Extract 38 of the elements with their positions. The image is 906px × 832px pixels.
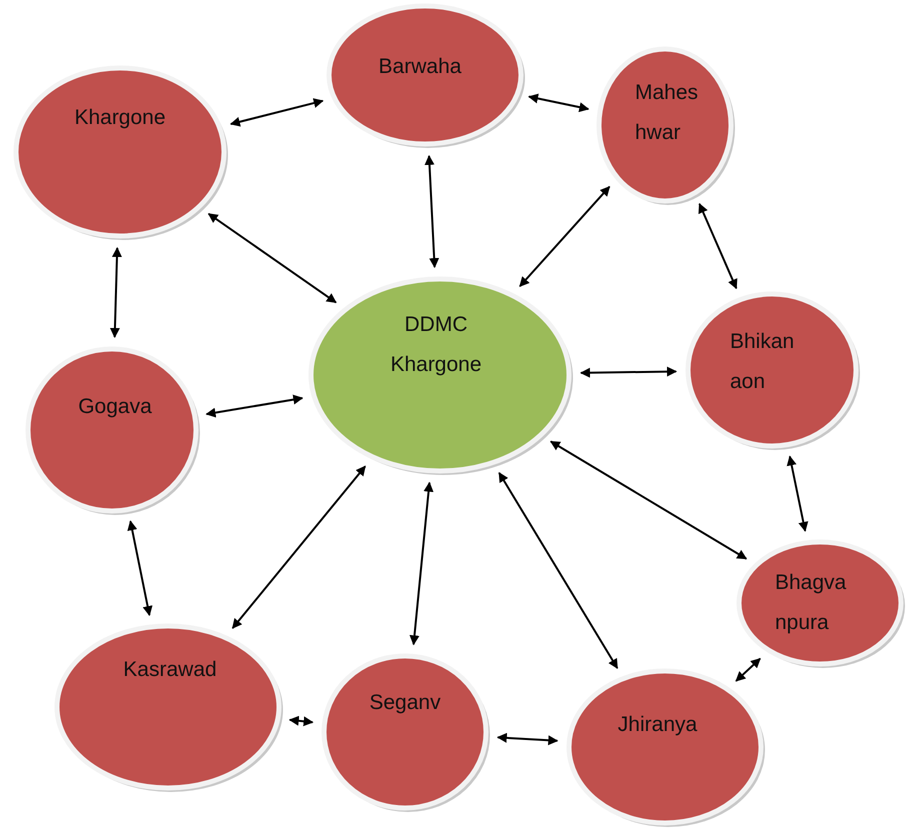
- place-ellipse: [53, 622, 283, 792]
- double-arrow: [550, 440, 748, 560]
- double-arrow: [288, 716, 314, 726]
- double-arrow: [127, 520, 153, 616]
- double-arrow: [230, 98, 324, 127]
- double-arrow: [519, 186, 610, 287]
- place-name: DDMC Khargone: [389, 312, 483, 378]
- place-ellipse: [684, 290, 860, 450]
- place-name: Bhikan aon: [730, 329, 796, 395]
- double-arrow: [528, 94, 590, 112]
- place-name: Seganv: [368, 690, 442, 716]
- place-name: Khargone: [73, 105, 167, 131]
- double-arrow: [424, 154, 440, 268]
- place-name: Jhiranya: [616, 712, 698, 738]
- place-name: Bhagva npura: [775, 570, 848, 636]
- place-name: Mahes hwar: [635, 80, 700, 146]
- double-arrow: [110, 246, 122, 338]
- place-ellipse: [12, 64, 228, 240]
- double-arrow: [786, 456, 808, 532]
- double-arrow: [698, 203, 738, 290]
- double-arrow: [232, 466, 366, 629]
- double-arrow: [496, 732, 558, 746]
- place-ellipse: [565, 667, 765, 827]
- place-name: Gogava: [77, 394, 153, 420]
- place-ellipse: [24, 345, 200, 515]
- place-name: Barwaha: [378, 54, 462, 80]
- place-ellipse: [325, 2, 525, 148]
- double-arrow: [580, 366, 678, 378]
- place-ellipse: [735, 538, 905, 668]
- double-arrow: [410, 482, 434, 646]
- place-ellipse: [320, 652, 490, 812]
- double-arrow: [735, 658, 761, 682]
- place-ellipse: [595, 45, 735, 205]
- double-arrow: [206, 394, 304, 418]
- double-arrow: [208, 212, 337, 304]
- hub-ellipse: [307, 275, 573, 475]
- double-arrow: [498, 472, 618, 669]
- place-name: Kasrawad: [122, 657, 218, 683]
